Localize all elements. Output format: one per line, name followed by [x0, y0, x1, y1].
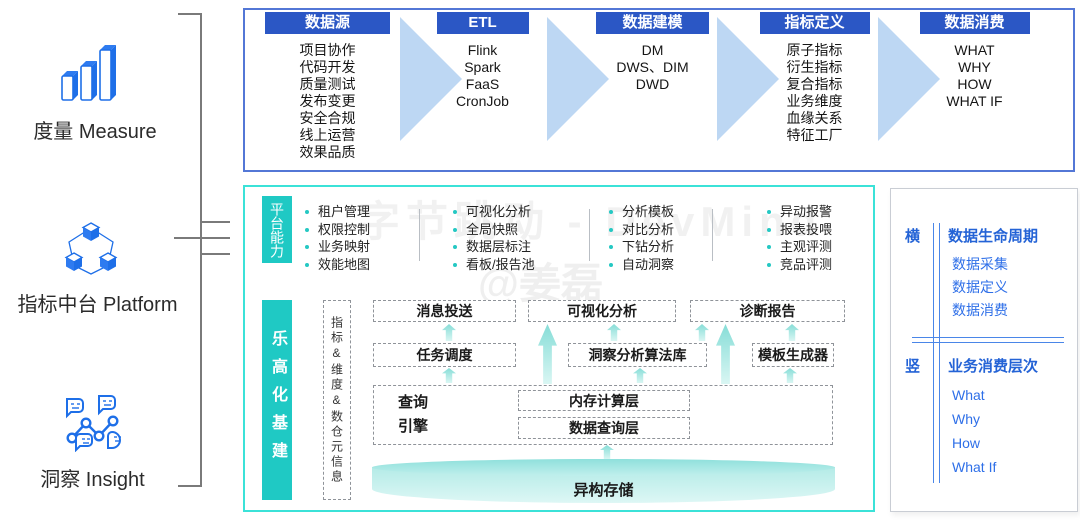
bracket-bottom-tick: [178, 485, 202, 487]
cubes-icon: [64, 222, 118, 275]
stage-header: ETL: [436, 12, 529, 34]
data-query-layer-box: 数据查询层: [518, 417, 690, 439]
stage-metric-definition: 指标定义 原子指标 衍生指标 复合指标 业务维度 血缘关系 特征工厂: [742, 12, 887, 144]
stage-data-consumption: 数据消费 WHAT WHY HOW WHAT IF: [902, 12, 1047, 110]
column-divider: [589, 209, 590, 261]
horizontal-axis-label: 横: [905, 228, 921, 245]
up-arrow-icon: [600, 445, 614, 459]
stage-header: 数据建模: [596, 12, 709, 34]
memory-compute-layer-box: 内存计算层: [518, 390, 690, 411]
stage-header: 数据消费: [919, 12, 1030, 34]
data-pipeline-flow: 数据源 项目协作 代码开发 质量测试 发布变更 安全合规 线上运营 效果品质 E…: [243, 8, 1075, 172]
column-divider: [712, 209, 713, 261]
diagnosis-report-box: 诊断报告: [690, 300, 845, 322]
axis-vertical-line: [939, 223, 940, 483]
vertical-axis-label: 竖: [905, 358, 921, 375]
stage-items: DM DWS、DIM DWD: [616, 42, 689, 92]
measure-label: 度量 Measure: [33, 121, 157, 143]
tall-up-arrow-icon: [538, 324, 557, 384]
bracket-mid-tick-2: [174, 237, 230, 239]
platform-box: 平台能力 租户管理 权限控制 业务映射 效能地图 可视化分析 全局快照 数据层标…: [243, 185, 875, 512]
stage-header: 数据源: [265, 12, 390, 34]
stage-data-source: 数据源 项目协作 代码开发 质量测试 发布变更 安全合规 线上运营 效果品质: [255, 12, 400, 161]
stage-items: WHAT WHY HOW WHAT IF: [946, 42, 1003, 109]
capability-column-2: 可视化分析 全局快照 数据层标注 看板/报告池: [453, 203, 535, 273]
meta-info-box: 指标&维度&数仓元信息: [323, 300, 351, 500]
axis-horizontal-line: [912, 342, 1064, 343]
infra-label: 乐高化基建: [262, 300, 292, 500]
capability-column-4: 异动报警 报表投喂 主观评测 竞品评测: [767, 203, 832, 273]
tall-up-arrow-icon: [716, 324, 735, 384]
capability-column-1: 租户管理 权限控制 业务映射 效能地图: [305, 203, 370, 273]
axis-vertical-line: [933, 223, 934, 483]
bracket-vertical-line: [200, 13, 202, 487]
consumption-levels-items: What Why How What If: [952, 387, 997, 475]
up-arrow-icon: [785, 324, 799, 341]
capability-label: 平台能力: [262, 196, 292, 263]
stage-header: 指标定义: [759, 12, 870, 34]
storage-cylinder: 异构存储: [372, 459, 835, 504]
data-lifecycle-title: 数据生命周期: [948, 228, 1039, 245]
query-engine-label: 查询引擎: [397, 394, 428, 435]
bar-chart-icon: [61, 45, 116, 101]
visual-analysis-box: 可视化分析: [528, 300, 676, 322]
storage-label: 异构存储: [573, 482, 634, 499]
insight-label: 洞察 Insight: [40, 469, 145, 491]
up-arrow-icon: [633, 368, 647, 383]
consumption-levels-title: 业务消费层次: [948, 358, 1039, 375]
platform-label: 指标中台 Platform: [17, 294, 178, 316]
stage-data-modeling: 数据建模 DM DWS、DIM DWD: [580, 12, 725, 93]
template-generator-box: 模板生成器: [752, 343, 834, 367]
column-divider: [419, 209, 420, 261]
insight-algorithm-box: 洞察分析算法库: [568, 343, 707, 367]
up-arrow-icon: [442, 324, 456, 341]
data-lifecycle-items: 数据采集 数据定义 数据消费: [952, 256, 1008, 318]
up-arrow-icon: [442, 368, 456, 383]
up-arrow-icon: [783, 368, 797, 383]
up-arrow-icon: [695, 324, 709, 341]
insight-icon: [66, 395, 122, 452]
legend-panel: 横 数据生命周期 数据采集 数据定义 数据消费 竖 业务消费层次 What Wh…: [890, 188, 1078, 512]
stage-etl: ETL Flink Spark FaaS CronJob: [410, 12, 555, 110]
stage-items: 项目协作 代码开发 质量测试 发布变更 安全合规 线上运营 效果品质: [299, 42, 356, 160]
capability-column-3: 分析模板 对比分析 下钻分析 自动洞察: [609, 203, 674, 273]
bracket-mid-tick-3: [200, 253, 230, 255]
up-arrow-icon: [607, 324, 621, 341]
message-delivery-box: 消息投送: [373, 300, 516, 322]
stage-items: Flink Spark FaaS CronJob: [456, 42, 509, 109]
cylinder-top: [372, 459, 835, 476]
stage-items: 原子指标 衍生指标 复合指标 业务维度 血缘关系 特征工厂: [786, 42, 843, 143]
bracket-top-tick: [178, 13, 202, 15]
bracket-mid-tick-1: [200, 221, 230, 223]
axis-horizontal-line: [912, 337, 1064, 338]
task-scheduler-box: 任务调度: [373, 343, 516, 367]
